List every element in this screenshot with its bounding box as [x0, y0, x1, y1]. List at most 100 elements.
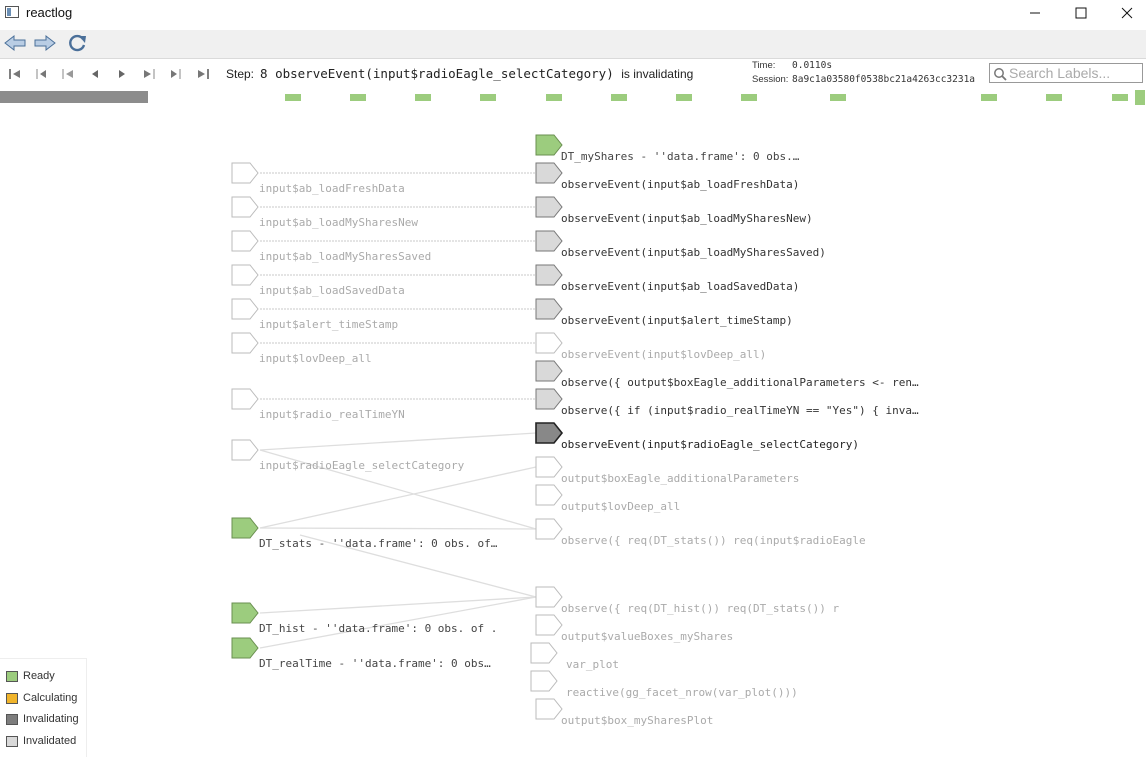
left-graph-node[interactable] — [231, 388, 259, 410]
right-graph-node[interactable] — [535, 586, 563, 608]
next-step-icon — [119, 70, 125, 78]
previous-cycle-button[interactable] — [59, 66, 77, 82]
timeline-step-marker[interactable] — [1112, 94, 1128, 101]
left-graph-node[interactable] — [231, 298, 259, 320]
right-node-label: output$lovDeep_all — [561, 500, 680, 513]
dependency-edge — [259, 527, 537, 530]
search-input[interactable] — [1009, 65, 1139, 81]
timeline-step-marker[interactable] — [676, 94, 692, 101]
skip-to-start-icon — [9, 69, 20, 79]
left-node-label: input$ab_loadMySharesSaved — [259, 250, 431, 263]
right-graph-node[interactable] — [535, 230, 563, 252]
timeline-step-marker[interactable] — [981, 94, 997, 101]
back-arrow-icon — [4, 34, 26, 52]
right-node-label: observeEvent(input$ab_loadFreshData) — [561, 178, 799, 191]
left-graph-node[interactable] — [231, 162, 259, 184]
minimize-button[interactable] — [1012, 0, 1058, 26]
back-button[interactable] — [3, 33, 27, 53]
timeline-step-marker[interactable] — [611, 94, 627, 101]
browser-toolbar — [0, 30, 1146, 59]
left-node-label: input$lovDeep_all — [259, 352, 372, 365]
right-graph-node[interactable] — [535, 332, 563, 354]
right-node-label: observe({ output$boxEagle_additionalPara… — [561, 376, 919, 389]
left-graph-node[interactable] — [231, 332, 259, 354]
close-button[interactable] — [1104, 0, 1146, 26]
timeline-step-marker[interactable] — [546, 94, 562, 101]
left-graph-node[interactable] — [231, 439, 259, 461]
step-text: 8 observeEvent(input$radioEagle_selectCa… — [260, 66, 693, 81]
legend-invalidated: Invalidated — [6, 735, 76, 747]
legend-calculating: Calculating — [6, 692, 77, 704]
forward-button[interactable] — [33, 33, 57, 53]
step-description: observeEvent(input$radioEagle_selectCate… — [275, 66, 614, 81]
left-node-label: input$radioEagle_selectCategory — [259, 459, 465, 472]
right-graph-node[interactable] — [535, 614, 563, 636]
right-node-label: observe({ req(DT_hist()) req(DT_stats())… — [561, 602, 840, 615]
previous-step-button[interactable] — [86, 66, 104, 82]
right-graph-node[interactable] — [535, 388, 563, 410]
left-graph-node[interactable] — [231, 602, 259, 624]
right-graph-node[interactable] — [535, 162, 563, 184]
timeline-step-marker[interactable] — [480, 94, 496, 101]
first-step-button[interactable] — [6, 66, 24, 82]
right-graph-node[interactable] — [535, 456, 563, 478]
right-node-label: var_plot — [566, 658, 619, 671]
left-graph-node[interactable] — [231, 230, 259, 252]
next-output-button[interactable] — [167, 66, 185, 82]
previous-cycle-icon — [62, 69, 73, 79]
legend-ready-label: Ready — [23, 670, 55, 682]
legend-ready: Ready — [6, 670, 55, 682]
right-graph-node[interactable] — [530, 670, 558, 692]
left-node-label: input$radio_realTimeYN — [259, 408, 405, 421]
right-graph-node[interactable] — [535, 196, 563, 218]
left-node-label: DT_realTime - ''data.frame': 0 obs… — [259, 657, 491, 670]
left-graph-node[interactable] — [231, 196, 259, 218]
right-graph-node[interactable] — [535, 360, 563, 382]
timeline-current-marker[interactable] — [1135, 90, 1145, 105]
dependency-edge — [259, 596, 537, 649]
step-status: is invalidating — [621, 67, 694, 81]
timeline-step-marker[interactable] — [285, 94, 301, 101]
right-graph-node[interactable] — [535, 134, 563, 156]
right-graph-node[interactable] — [535, 298, 563, 320]
previous-output-button[interactable] — [32, 66, 50, 82]
left-node-label: input$ab_loadSavedData — [259, 284, 405, 297]
right-node-label: observeEvent(input$radioEagle_selectCate… — [561, 438, 859, 451]
previous-step-icon — [92, 70, 98, 78]
right-node-label: observeEvent(input$ab_loadMySharesSaved) — [561, 246, 826, 259]
refresh-button[interactable] — [67, 33, 89, 53]
last-step-button[interactable] — [194, 66, 212, 82]
timeline[interactable] — [0, 90, 1146, 104]
legend-calculating-label: Calculating — [23, 692, 78, 704]
timeline-step-marker[interactable] — [741, 94, 757, 101]
time-label: Time: — [752, 60, 776, 71]
right-graph-node[interactable] — [535, 264, 563, 286]
left-node-label: input$ab_loadMySharesNew — [259, 216, 418, 229]
dependency-edge — [259, 432, 537, 451]
left-graph-node[interactable] — [231, 264, 259, 286]
timeline-step-marker[interactable] — [830, 94, 846, 101]
right-graph-node[interactable] — [530, 642, 558, 664]
timeline-step-marker[interactable] — [415, 94, 431, 101]
next-output-icon — [171, 69, 181, 79]
right-graph-node[interactable] — [535, 518, 563, 540]
right-node-label: output$valueBoxes_myShares — [561, 630, 733, 643]
timeline-step-marker[interactable] — [350, 94, 366, 101]
maximize-button[interactable] — [1058, 0, 1104, 26]
timeline-step-marker[interactable] — [1046, 94, 1062, 101]
left-graph-node[interactable] — [231, 517, 259, 539]
step-label: Step: — [226, 67, 255, 81]
right-node-label: observeEvent(input$alert_timeStamp) — [561, 314, 793, 327]
next-cycle-button[interactable] — [140, 66, 158, 82]
forward-arrow-icon — [34, 34, 56, 52]
dependency-edge — [259, 466, 537, 529]
right-node-label: observeEvent(input$ab_loadSavedData) — [561, 280, 799, 293]
left-graph-node[interactable] — [231, 637, 259, 659]
right-graph-node[interactable] — [535, 422, 564, 444]
right-node-label: reactive(gg_facet_nrow(var_plot())) — [566, 686, 798, 699]
right-graph-node[interactable] — [535, 698, 563, 720]
next-step-button[interactable] — [113, 66, 131, 82]
right-graph-node[interactable] — [535, 484, 563, 506]
minimize-icon — [1030, 12, 1040, 14]
right-node-label: DT_myShares - ''data.frame': 0 obs.… — [561, 150, 800, 163]
